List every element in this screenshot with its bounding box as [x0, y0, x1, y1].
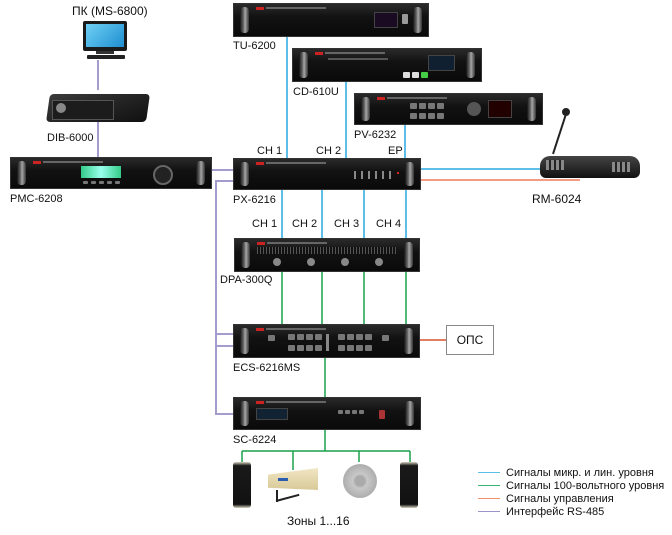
legend-item-100v: Сигналы 100-вольтного уровня [478, 479, 664, 492]
sc-label: SC-6224 [233, 434, 277, 446]
dpa-input-ch3: CH 3 [334, 218, 360, 230]
px-6216-device [233, 158, 421, 190]
rm-label: RM-6024 [532, 192, 582, 206]
ecs-6216ms-device [233, 324, 420, 358]
dpa-input-ch4: CH 4 [376, 218, 402, 230]
ops-box: ОПС [446, 325, 494, 355]
dib-label: DIB-6000 [47, 132, 94, 144]
dpa-input-ch1: CH 1 [252, 218, 278, 230]
sc-6224-device [233, 397, 421, 430]
pv-6232-device [354, 93, 543, 125]
dpa-300q-device [234, 238, 420, 272]
px-input-ch1: CH 1 [257, 145, 283, 157]
dib-6000-device [46, 88, 150, 124]
horn-speaker [268, 468, 320, 502]
tu-label: TU-6200 [233, 40, 276, 52]
zones-label: Зоны 1...16 [287, 514, 350, 528]
px-input-ep: EP [388, 145, 403, 157]
rm-6024-device [530, 100, 650, 190]
column-speaker-left [233, 462, 251, 508]
ecs-label: ECS-6216MS [233, 362, 301, 374]
legend-item-signal: Сигналы микр. и лин. уровня [478, 466, 664, 479]
pc-label: ПК (MS-6800) [72, 4, 148, 18]
column-speaker-right [400, 462, 418, 508]
pmc-label: PMC-6208 [10, 193, 63, 205]
px-input-ch2: CH 2 [316, 145, 342, 157]
legend-item-rs485: Интерфейс RS-485 [478, 505, 664, 518]
legend: Сигналы микр. и лин. уровня Сигналы 100-… [478, 466, 664, 518]
pmc-6208-device [10, 157, 212, 189]
dpa-input-ch2: CH 2 [292, 218, 318, 230]
cd-label: CD-610U [293, 86, 339, 98]
dpa-label: DPA-300Q [220, 274, 273, 286]
cd-610u-device [292, 48, 482, 82]
wire-rs485-bus [215, 180, 233, 415]
pc-monitor [83, 21, 127, 61]
legend-item-control: Сигналы управления [478, 492, 664, 505]
px-label: PX-6216 [233, 194, 276, 206]
ops-label: ОПС [456, 333, 484, 347]
tu-6200-device [233, 3, 429, 37]
pv-label: PV-6232 [354, 129, 397, 141]
ceiling-speaker [343, 464, 377, 498]
